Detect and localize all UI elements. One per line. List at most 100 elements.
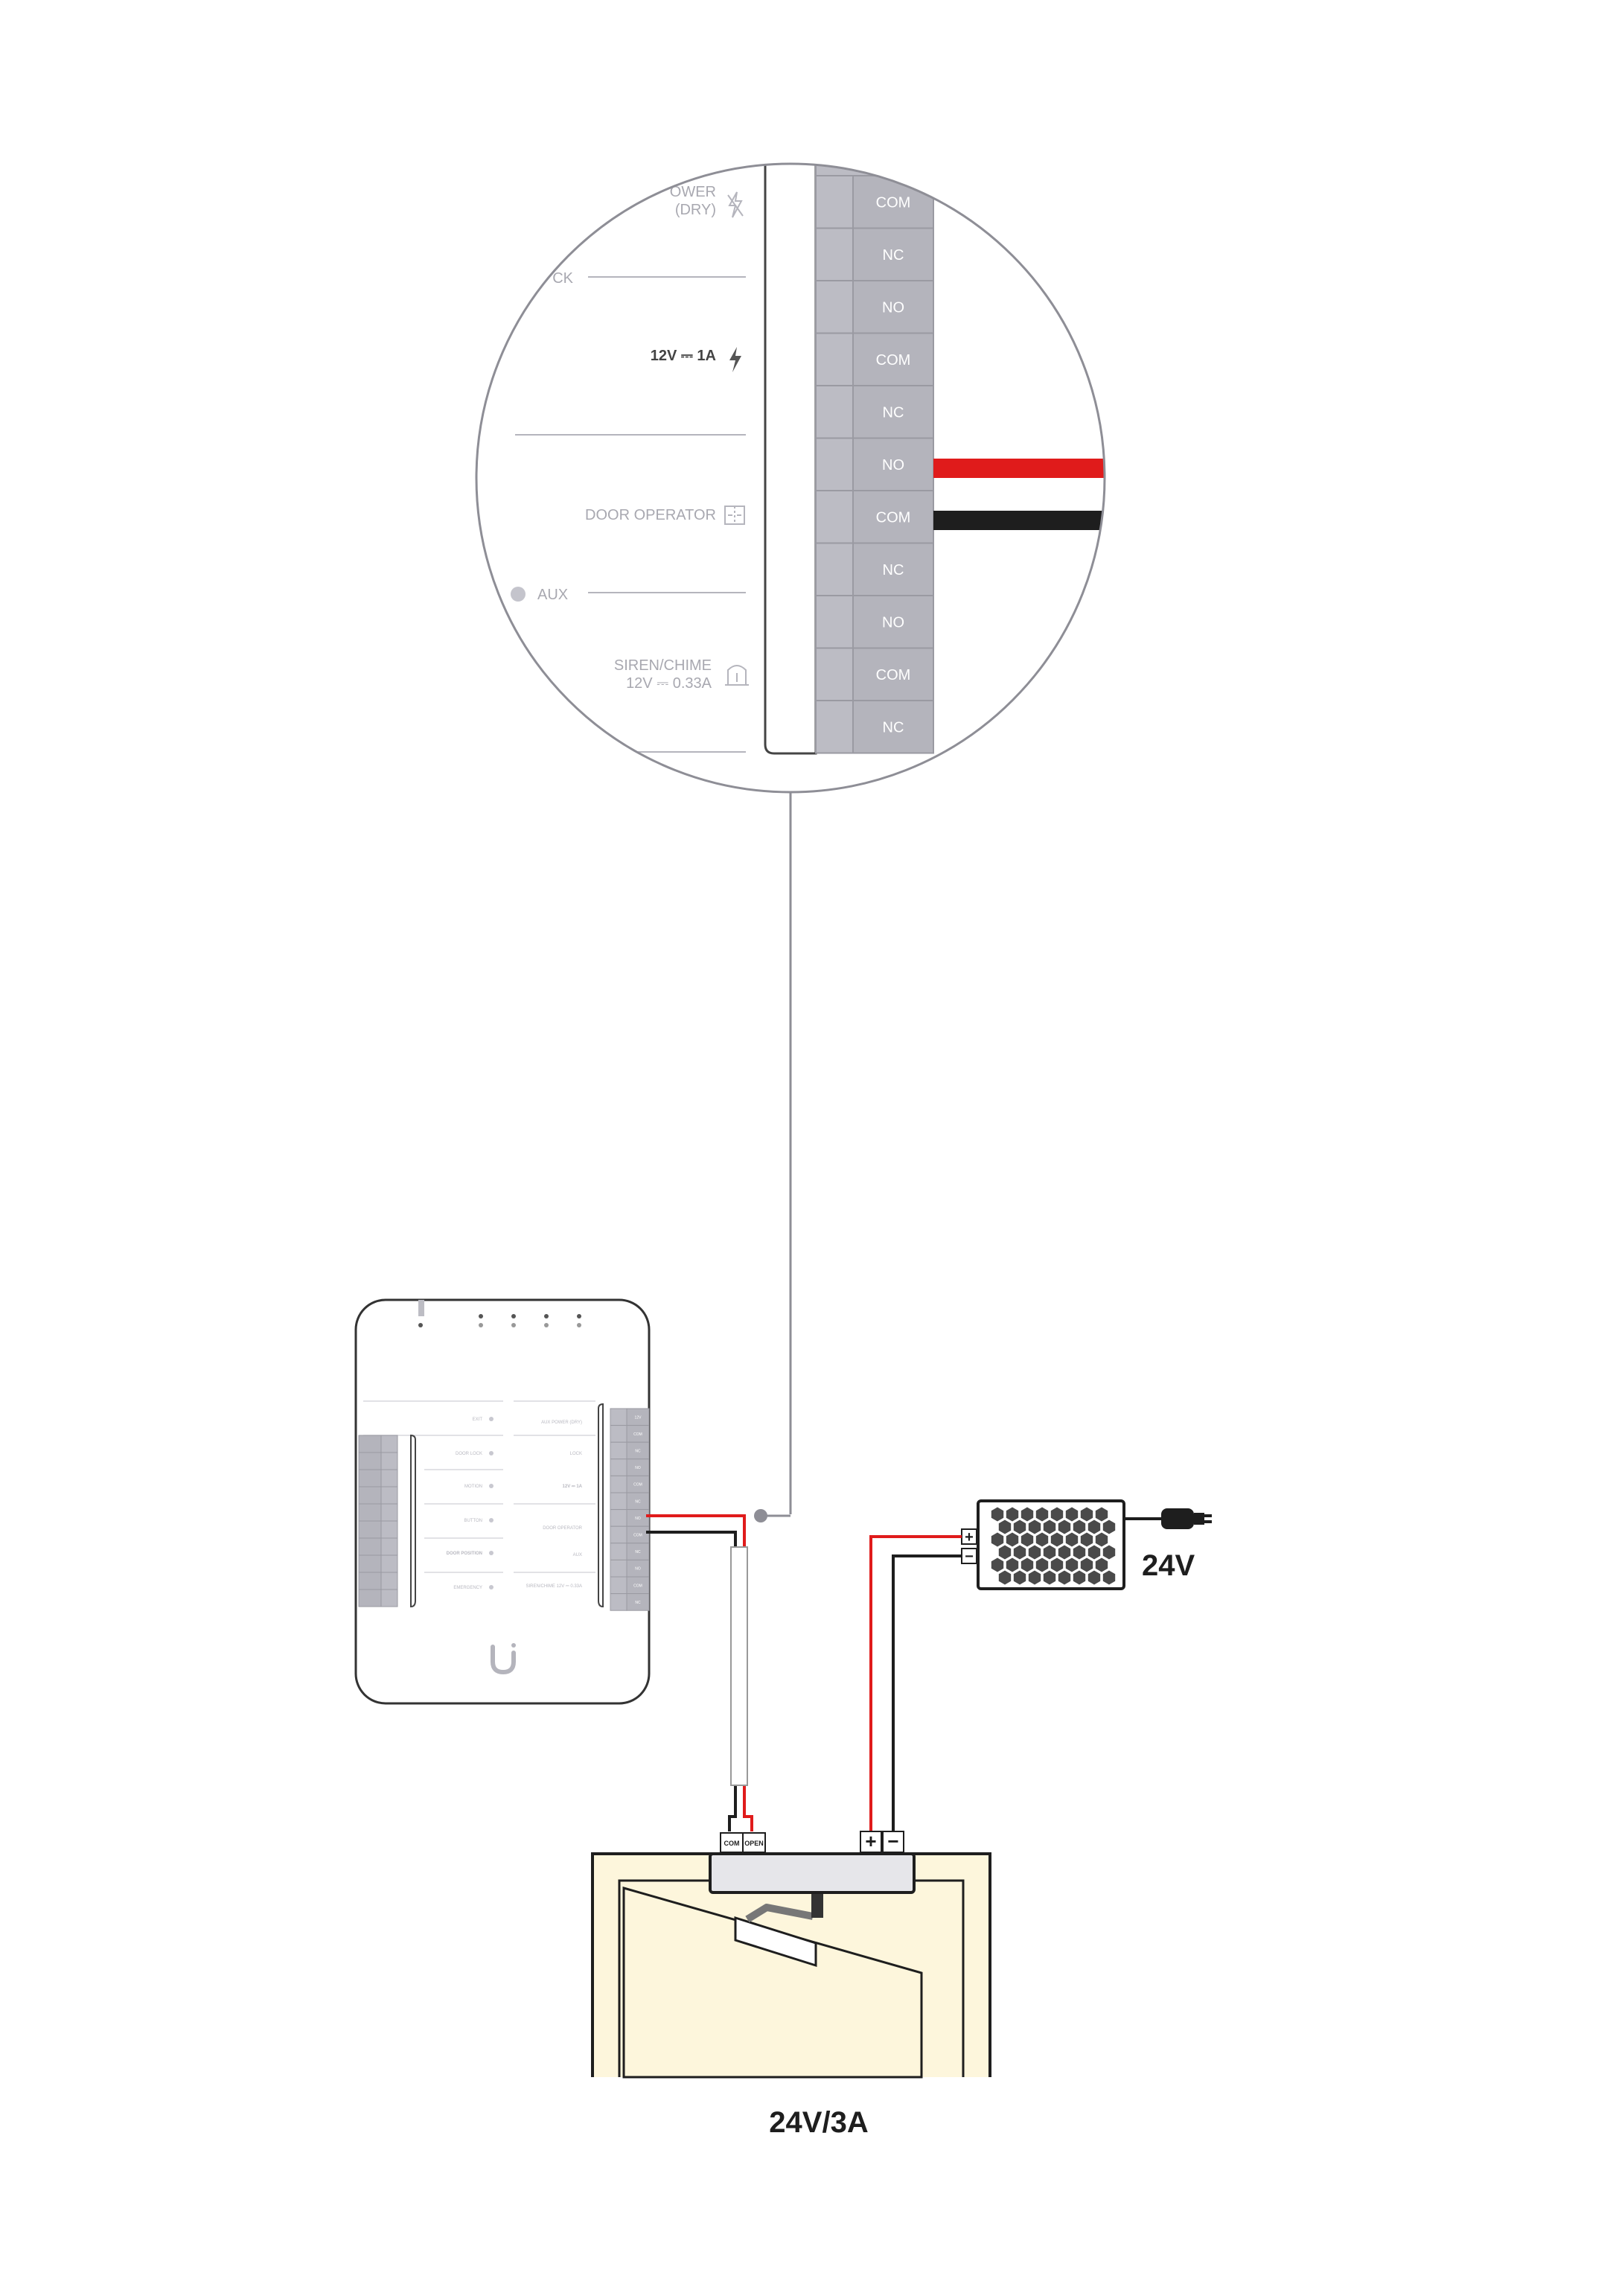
hub-left-label: EXIT xyxy=(473,1418,483,1422)
hub-indicator-dot xyxy=(489,1451,494,1455)
psu-vent-hole xyxy=(1035,1557,1049,1572)
psu-vent-hole xyxy=(1013,1570,1026,1585)
terminal-screw xyxy=(815,280,854,334)
hub-terminal-screw xyxy=(380,1572,398,1590)
bolt-icon xyxy=(729,347,741,372)
psu-vent-hole xyxy=(1073,1570,1086,1585)
hub-terminal-screw xyxy=(380,1486,398,1505)
hub-terminal-screw xyxy=(380,1469,398,1487)
psu-vent-hole xyxy=(1035,1532,1049,1547)
psu-vent-hole xyxy=(1058,1570,1071,1585)
door-leaf xyxy=(622,1887,923,2079)
psu-vent-hole xyxy=(998,1519,1012,1534)
psu-vent-hole xyxy=(991,1507,1004,1522)
magnifier: OWER (DRY) CK 12V ⎓ 1A DOOR OPERATOR xyxy=(475,162,1106,794)
psu-vent-hole xyxy=(1013,1519,1026,1534)
psu-vent-hole xyxy=(1095,1557,1108,1572)
terminal-screw xyxy=(815,227,854,281)
psu-vent-pattern xyxy=(991,1507,1116,1585)
terminal-label: NO xyxy=(882,614,904,631)
terminal-cell xyxy=(852,595,934,649)
psu-vent-hole xyxy=(1006,1507,1019,1522)
hub-terminal-screw xyxy=(610,1475,627,1493)
terminal-cell xyxy=(815,164,934,176)
terminal-screw xyxy=(815,542,854,596)
hub-terminal-screw xyxy=(610,1441,627,1460)
hub-terminal-cell xyxy=(626,1593,650,1611)
hub-terminal-label: 12V xyxy=(635,1415,642,1420)
hub-terminal-cell xyxy=(358,1469,382,1487)
hub-terminal-label: NO xyxy=(635,1517,641,1521)
hub-left-label: MOTION xyxy=(464,1485,482,1489)
psu-vent-hole xyxy=(1080,1507,1093,1522)
hub-terminal-screw xyxy=(380,1520,398,1539)
plug-icon xyxy=(1161,1508,1212,1529)
hub-antenna xyxy=(418,1300,424,1316)
hub-terminal-label: NC xyxy=(635,1450,641,1454)
terminal-screw xyxy=(815,647,854,701)
red-wire xyxy=(933,459,1105,478)
hub-left-label: EMERGENCY xyxy=(453,1586,482,1590)
hub-indicator-dot xyxy=(489,1585,494,1589)
hub-red-wire xyxy=(646,1514,753,1831)
hub-terminal-screw xyxy=(380,1589,398,1607)
psu-vent-hole xyxy=(998,1545,1012,1560)
psu-black-wire xyxy=(892,1554,962,1831)
hub-terminal-label: COM xyxy=(633,1534,642,1538)
terminal-cell xyxy=(852,647,934,701)
hub-terminal-cell xyxy=(358,1554,382,1573)
hub-indicator-dot xyxy=(489,1417,494,1421)
psu-vent-hole xyxy=(1006,1532,1019,1547)
psu-vent-hole xyxy=(1065,1507,1079,1522)
label-door-operator: DOOR OPERATOR xyxy=(585,507,716,523)
hub-terminal-label: NC xyxy=(635,1499,641,1504)
hub-terminal-screw xyxy=(610,1543,627,1560)
psu-vent-hole xyxy=(1058,1545,1071,1560)
psu-vent-hole xyxy=(1028,1519,1041,1534)
terminal-cell xyxy=(852,332,934,386)
hub-panels xyxy=(363,1400,604,1608)
door-operator-icon xyxy=(724,506,745,525)
ubiquiti-logo-icon xyxy=(491,1643,516,1675)
terminal-screw xyxy=(815,700,854,754)
terminal-label: NC xyxy=(883,562,904,578)
psu-vent-hole xyxy=(1080,1557,1093,1572)
psu-minus-label: − xyxy=(965,1549,974,1565)
black-wire xyxy=(933,511,1105,530)
operator-open-label: OPEN xyxy=(744,1840,764,1847)
terminal-screw xyxy=(815,437,854,491)
door-assembly: COM OPEN + − xyxy=(591,1830,991,2079)
hub-terminal-screw xyxy=(610,1559,627,1578)
psu-vent-hole xyxy=(1058,1519,1071,1534)
label-power-dry-1: OWER xyxy=(670,184,716,200)
psu-vent-hole xyxy=(991,1557,1004,1572)
hub-terminal-cell xyxy=(358,1572,382,1590)
operator-plus-label: + xyxy=(865,1830,876,1852)
terminal-label: COM xyxy=(876,194,911,211)
psu-wires xyxy=(869,1535,962,1831)
terminal-screw xyxy=(815,595,854,649)
hub-terminal-screw xyxy=(380,1435,398,1453)
hub-right-label: 12V ⎓ 1A xyxy=(563,1485,583,1489)
psu-vent-hole xyxy=(1102,1545,1116,1560)
hub-terminal-label: NO xyxy=(635,1466,641,1470)
terminal-label: COM xyxy=(876,352,911,369)
hub-right-label: LOCK xyxy=(570,1452,582,1456)
terminal-label: COM xyxy=(876,667,911,683)
psu-vent-hole xyxy=(1087,1570,1101,1585)
door-rating-label: 24V/3A xyxy=(769,2106,868,2139)
hub-terminal-screw xyxy=(610,1509,627,1527)
psu-vent-hole xyxy=(1028,1570,1041,1585)
hub-terminal-cell xyxy=(358,1486,382,1505)
terminal-cell xyxy=(852,700,934,754)
operator-open-terminal xyxy=(742,1832,766,1853)
operator-minus-terminal xyxy=(882,1831,904,1853)
cable-jacket xyxy=(730,1546,748,1786)
psu-vent-hole xyxy=(1073,1519,1086,1534)
